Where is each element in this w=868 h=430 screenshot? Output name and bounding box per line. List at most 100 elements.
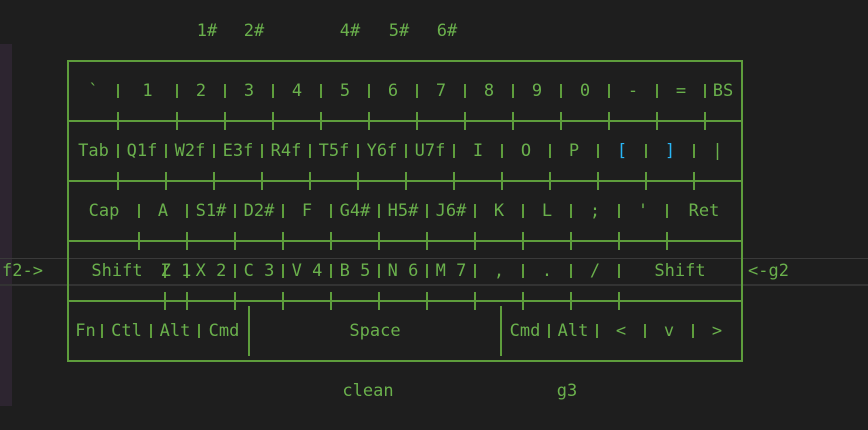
key-cmd[interactable]: Cmd bbox=[501, 302, 549, 360]
key-tick bbox=[618, 292, 620, 300]
key-label: , bbox=[493, 261, 505, 281]
key-semicolon[interactable]: ; bbox=[571, 182, 619, 240]
key-tick bbox=[560, 112, 562, 120]
key-equals[interactable]: = bbox=[657, 62, 705, 120]
key-9[interactable]: 9 bbox=[513, 62, 561, 120]
key-slash[interactable]: / bbox=[571, 242, 619, 300]
key-i[interactable]: I bbox=[454, 122, 502, 180]
key-2[interactable]: 2 bbox=[177, 62, 225, 120]
key-shift[interactable]: Shift bbox=[69, 242, 165, 300]
key-v-4[interactable]: V 4 bbox=[283, 242, 331, 300]
key-divider bbox=[522, 204, 524, 218]
key-x-2[interactable]: X 2 bbox=[187, 242, 235, 300]
background-divider bbox=[0, 284, 868, 286]
key-tick bbox=[405, 182, 407, 190]
key-right-bracket[interactable]: ] bbox=[646, 122, 694, 180]
key-cmd[interactable]: Cmd bbox=[199, 302, 249, 360]
key-z-1[interactable]: Z 1 bbox=[161, 242, 192, 300]
key-1[interactable]: 1 bbox=[118, 62, 177, 120]
key-tick bbox=[282, 292, 284, 300]
key-6[interactable]: 6 bbox=[369, 62, 417, 120]
key-divider bbox=[692, 324, 694, 338]
key-divider bbox=[693, 144, 695, 158]
key-w2f[interactable]: W2f bbox=[166, 122, 214, 180]
key-3[interactable]: 3 bbox=[225, 62, 273, 120]
key-alt[interactable]: Alt bbox=[549, 302, 597, 360]
key-label: v bbox=[663, 321, 675, 341]
key-left-arrow[interactable]: < bbox=[597, 302, 645, 360]
key-space[interactable]: Space bbox=[249, 302, 501, 360]
key-q1f[interactable]: Q1f bbox=[118, 122, 166, 180]
key-tick bbox=[416, 112, 418, 120]
key-t5f[interactable]: T5f bbox=[310, 122, 358, 180]
key-g4[interactable]: G4# bbox=[331, 182, 379, 240]
key-period[interactable]: . bbox=[523, 242, 571, 300]
key-fn[interactable]: Fn bbox=[69, 302, 102, 360]
key-0[interactable]: 0 bbox=[561, 62, 609, 120]
key-4[interactable]: 4 bbox=[273, 62, 321, 120]
key-u7f[interactable]: U7f bbox=[406, 122, 454, 180]
top-label: 6# bbox=[436, 21, 458, 41]
key-down-arrow[interactable]: v bbox=[645, 302, 693, 360]
key-5[interactable]: 5 bbox=[321, 62, 369, 120]
key-tick bbox=[512, 112, 514, 120]
key-tick bbox=[330, 302, 332, 310]
key-m-7[interactable]: M 7 bbox=[427, 242, 475, 300]
key-l[interactable]: L bbox=[523, 182, 571, 240]
key-p[interactable]: P bbox=[550, 122, 598, 180]
key-quote[interactable]: ' bbox=[619, 182, 667, 240]
key-divider bbox=[596, 324, 598, 338]
key-a[interactable]: A bbox=[139, 182, 187, 240]
key-label: . bbox=[541, 261, 553, 281]
key-f[interactable]: F bbox=[283, 182, 331, 240]
key-r4f[interactable]: R4f bbox=[262, 122, 310, 180]
key-divider bbox=[320, 84, 322, 98]
key-divider bbox=[378, 204, 380, 218]
key-tick bbox=[213, 182, 215, 190]
key-divider bbox=[666, 204, 668, 218]
key-label: 4 bbox=[291, 81, 303, 101]
key-y6f[interactable]: Y6f bbox=[358, 122, 406, 180]
key-b-5[interactable]: B 5 bbox=[331, 242, 379, 300]
key-backtick[interactable]: ` bbox=[69, 62, 118, 120]
key-alt[interactable]: Alt bbox=[151, 302, 199, 360]
key-tick bbox=[368, 122, 370, 130]
key-ret[interactable]: Ret bbox=[667, 182, 741, 240]
key-h5[interactable]: H5# bbox=[379, 182, 427, 240]
key-divider bbox=[474, 204, 476, 218]
key-c-3[interactable]: C 3 bbox=[235, 242, 283, 300]
key-pipe[interactable]: | bbox=[694, 122, 741, 180]
left-side-label: f2-> bbox=[2, 261, 43, 281]
key-minus[interactable]: - bbox=[609, 62, 657, 120]
key-k[interactable]: K bbox=[475, 182, 523, 240]
key-tick bbox=[474, 242, 476, 250]
key-shift[interactable]: Shift bbox=[619, 242, 741, 300]
key-tick bbox=[645, 182, 647, 190]
key-o[interactable]: O bbox=[502, 122, 550, 180]
key-comma[interactable]: , bbox=[475, 242, 523, 300]
key-tick bbox=[330, 292, 332, 300]
key-label: Alt bbox=[557, 321, 589, 341]
key-ctl[interactable]: Ctl bbox=[102, 302, 151, 360]
key-bs[interactable]: BS bbox=[705, 62, 741, 120]
key-s1[interactable]: S1# bbox=[187, 182, 235, 240]
key-tab[interactable]: Tab bbox=[69, 122, 118, 180]
key-left-bracket[interactable]: [ bbox=[598, 122, 646, 180]
key-label: E3f bbox=[222, 141, 254, 161]
key-label: B 5 bbox=[339, 261, 371, 281]
key-tick bbox=[164, 302, 166, 310]
key-label: | bbox=[712, 141, 723, 161]
key-j6[interactable]: J6# bbox=[427, 182, 475, 240]
top-label: 2# bbox=[243, 21, 265, 41]
key-tick bbox=[405, 172, 407, 180]
key-right-arrow[interactable]: > bbox=[693, 302, 741, 360]
key-n-6[interactable]: N 6 bbox=[379, 242, 427, 300]
key-tick bbox=[426, 292, 428, 300]
key-cap[interactable]: Cap bbox=[69, 182, 139, 240]
key-e3f[interactable]: E3f bbox=[214, 122, 262, 180]
key-tick bbox=[474, 232, 476, 240]
key-tick bbox=[165, 172, 167, 180]
key-d2[interactable]: D2# bbox=[235, 182, 283, 240]
key-8[interactable]: 8 bbox=[465, 62, 513, 120]
key-7[interactable]: 7 bbox=[417, 62, 465, 120]
